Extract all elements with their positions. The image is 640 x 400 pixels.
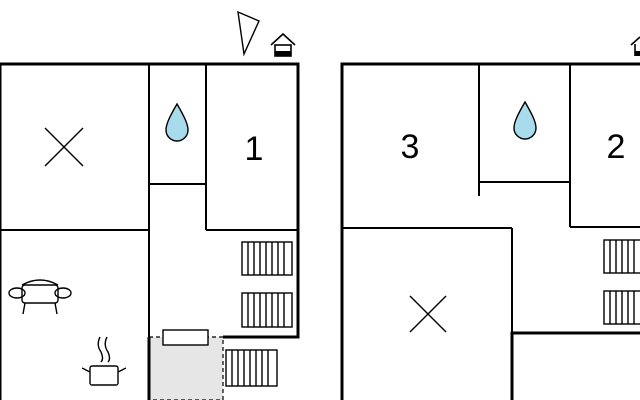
compass-needle-icon (237, 10, 260, 57)
house-entrance-icon (270, 32, 296, 57)
room-number-3: 3 (401, 128, 420, 166)
floor-plan-right: 3 2 (340, 36, 640, 400)
staircase-icon (241, 241, 293, 276)
cooking-pot-icon (81, 336, 127, 386)
staircase-icon (603, 239, 640, 274)
cross-icon (44, 127, 84, 167)
cross-icon (409, 295, 447, 333)
water-drop-icon (513, 100, 537, 140)
water-drop-icon (165, 102, 189, 142)
entrance-area (148, 336, 224, 400)
entrance-mat (162, 329, 209, 346)
floor-plan-left: 1 (0, 10, 300, 400)
staircase-icon (241, 292, 293, 328)
staircase-icon (603, 290, 640, 325)
outer-wall-right (340, 62, 640, 400)
room-number-1: 1 (245, 130, 264, 168)
room-number-2: 2 (607, 128, 626, 166)
house-entrance-icon (630, 36, 640, 56)
staircase-icon (225, 349, 278, 387)
sofa-icon (8, 279, 72, 315)
